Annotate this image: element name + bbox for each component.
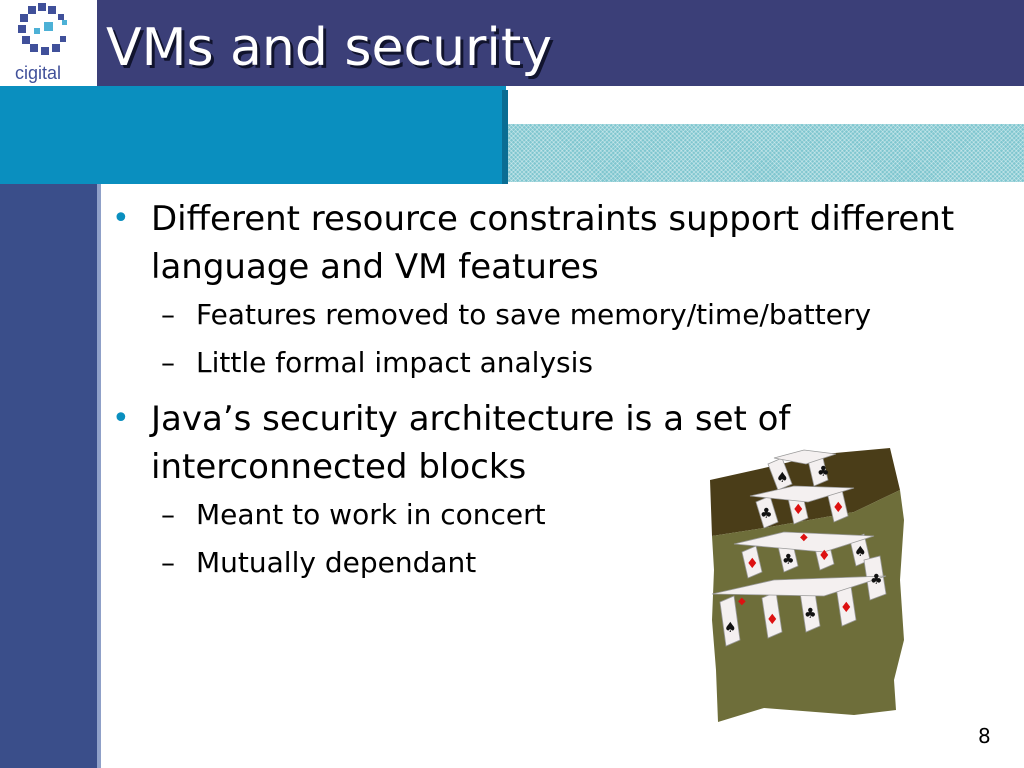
dash-icon: – <box>161 346 175 379</box>
svg-text:♣: ♣ <box>804 606 817 622</box>
logo-text: cigital <box>15 63 62 83</box>
svg-text:◆: ◆ <box>738 596 746 607</box>
svg-text:♣: ♣ <box>817 464 830 480</box>
svg-text:♦: ♦ <box>832 500 845 516</box>
svg-text:♠: ♠ <box>854 544 867 560</box>
slide-header <box>97 0 1024 86</box>
house-of-cards-icon: ♣ ♠ ♣ ♦ ♦ ♦ ♣ ♦ ♠ ♠ ♦ ♣ ♦ ♣ ◆ ◆ <box>710 448 904 722</box>
svg-text:♠: ♠ <box>776 470 789 486</box>
svg-text:♦: ♦ <box>840 600 853 616</box>
sub-bullet-item: – Mutually dependant <box>106 539 1006 587</box>
svg-text:♦: ♦ <box>766 612 779 628</box>
sub-bullet-text: Mutually dependant <box>196 546 477 579</box>
bullet-item: • Different resource constraints support… <box>106 195 1006 291</box>
logo: cigital <box>0 0 97 86</box>
dash-icon: – <box>161 498 175 531</box>
sub-bullet-text: Little formal impact analysis <box>196 346 593 379</box>
bullet-dot-icon: • <box>112 201 130 236</box>
bullet-text: Java’s security architecture is a set of… <box>151 399 791 487</box>
title-band-shadow <box>502 90 508 184</box>
svg-text:♣: ♣ <box>760 506 773 522</box>
title-band <box>0 86 506 184</box>
bullet-dot-icon: • <box>112 401 130 436</box>
page-number: 8 <box>978 724 991 748</box>
svg-text:♦: ♦ <box>792 502 805 518</box>
sub-bullet-text: Features removed to save memory/time/bat… <box>196 298 872 331</box>
logo-mark-icon <box>18 3 67 55</box>
dash-icon: – <box>161 546 175 579</box>
svg-text:♣: ♣ <box>870 572 883 588</box>
hatched-band <box>508 124 1024 182</box>
slide-content: • Different resource constraints support… <box>106 195 1006 587</box>
slide-title: VMs and security <box>106 18 553 78</box>
dash-icon: – <box>161 298 175 331</box>
left-decor-edge <box>97 0 101 768</box>
bullet-item: • Java’s security architecture is a set … <box>106 395 1006 491</box>
sub-bullet-item: – Little formal impact analysis <box>106 339 1006 387</box>
sub-bullet-text: Meant to work in concert <box>196 498 546 531</box>
svg-text:♦: ♦ <box>746 556 759 572</box>
bullet-text: Different resource constraints support d… <box>151 199 955 287</box>
svg-text:◆: ◆ <box>800 532 808 543</box>
svg-text:♠: ♠ <box>724 620 737 636</box>
svg-text:♦: ♦ <box>818 548 831 564</box>
sub-bullet-item: – Features removed to save memory/time/b… <box>106 291 1006 339</box>
svg-text:♣: ♣ <box>782 552 795 568</box>
sub-bullet-item: – Meant to work in concert <box>106 491 1006 539</box>
